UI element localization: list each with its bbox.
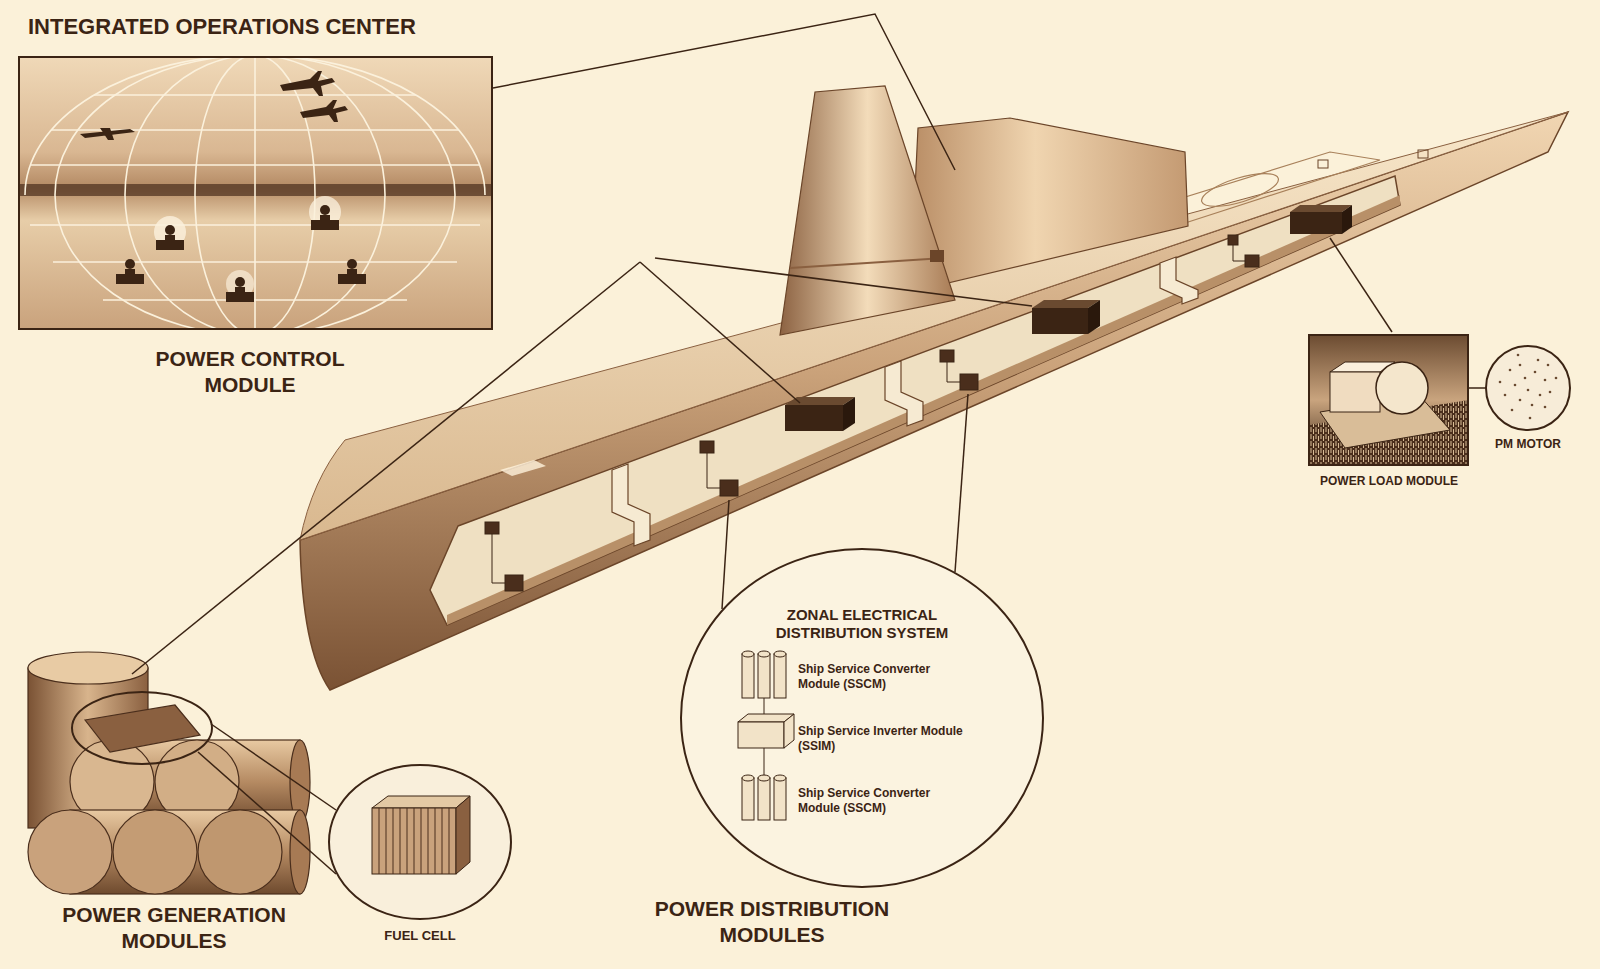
- equipment-box: [785, 205, 1352, 431]
- text-slot: Ship Service Converter Module (SSCM): [798, 786, 963, 815]
- inset-caption: POWER LOAD MODULE: [1300, 474, 1478, 489]
- inset-heading: INTEGRATED OPERATIONS CENTER: [28, 14, 488, 41]
- inset-panel: INTEGRATED OPERATIONS CENTER: [18, 10, 493, 330]
- text-slot: Ship Service Converter Module (SSCM): [798, 662, 963, 691]
- zoom-caption: FUEL CELL: [326, 928, 514, 944]
- text-slot: INTEGRATED OPERATIONS CENTER: [28, 14, 488, 41]
- node-outline: [1300, 334, 1478, 494]
- leader-line: [132, 14, 1392, 874]
- pm-motor-dots: [1486, 346, 1570, 430]
- node-border: [19, 57, 492, 329]
- zoom-caption: PM MOTOR: [1482, 437, 1574, 452]
- zoom-circle: FUEL CELL: [326, 762, 514, 946]
- operations-dome: [18, 56, 493, 330]
- text-slot: PM MOTOR: [1482, 437, 1574, 452]
- zoom-heading: ZONAL ELECTRICAL DISTRIBUTION SYSTEM: [747, 606, 977, 643]
- zoom-circle: ZONAL ELECTRICAL DISTRIBUTION SYSTEM Ship…: [680, 548, 1044, 888]
- text-slot: POWER DISTRIBUTION MODULES: [612, 896, 932, 947]
- load-module-picture: [1308, 334, 1469, 466]
- module-text: Ship Service Converter Module (SSCM): [798, 786, 963, 815]
- converter-box: [485, 235, 1259, 591]
- leader-connector: [1468, 387, 1486, 389]
- text-slot: FUEL CELL: [326, 928, 514, 944]
- inset-panel: POWER LOAD MODULE: [1300, 334, 1478, 494]
- deckhouse: [910, 118, 1188, 292]
- section-label: POWER CONTROL MODULE: [120, 346, 380, 397]
- text-slot: ZONAL ELECTRICAL DISTRIBUTION SYSTEM: [747, 606, 977, 643]
- zoom-circle: PM MOTOR: [1482, 345, 1574, 457]
- text-slot: Ship Service Inverter Module (SSIM): [798, 724, 963, 753]
- section-label: POWER GENERATION MODULES: [24, 902, 324, 953]
- bulkhead: [612, 257, 1198, 546]
- node-outline: [326, 762, 514, 946]
- node-border: [1309, 335, 1468, 465]
- node-border: [681, 549, 1043, 887]
- node-border: [329, 765, 511, 919]
- mast-tower: [780, 86, 955, 335]
- text-slot: POWER LOAD MODULE: [1300, 474, 1478, 489]
- node-border: [1486, 346, 1570, 430]
- module-text: Ship Service Inverter Module (SSIM): [798, 724, 963, 753]
- node-outline: [680, 548, 1044, 888]
- node-outline: [18, 10, 493, 330]
- text-slot: POWER GENERATION MODULES: [24, 902, 324, 953]
- text-slot: POWER CONTROL MODULE: [120, 346, 380, 397]
- zonal-circle-fill: [680, 548, 1044, 888]
- generation-module: [28, 652, 310, 894]
- module-text: Ship Service Converter Module (SSCM): [798, 662, 963, 691]
- section-label: POWER DISTRIBUTION MODULES: [612, 896, 932, 947]
- fuel-cell-stack: [328, 764, 512, 920]
